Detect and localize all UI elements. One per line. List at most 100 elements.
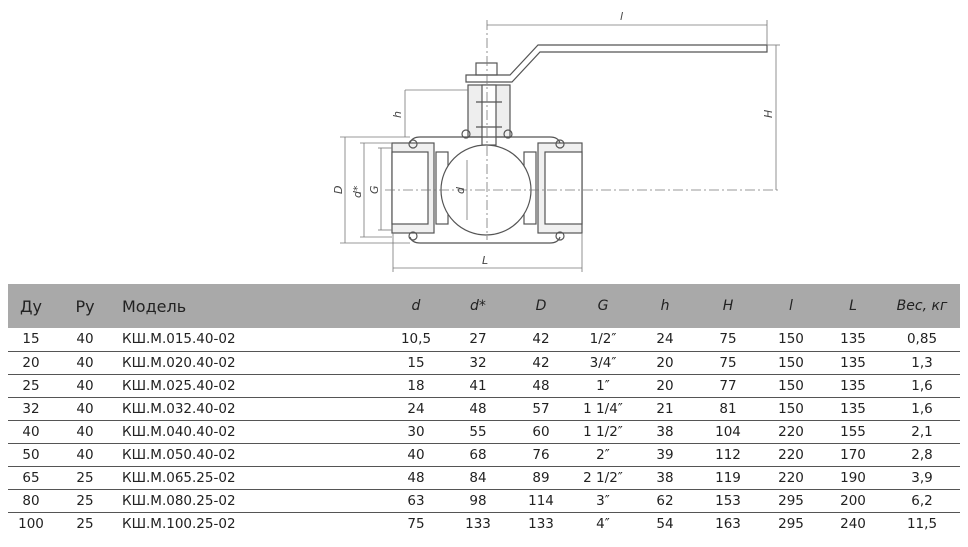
cell-d-star: 133 [465, 515, 491, 532]
cell-model: КШ.М.050.40-02 [122, 446, 236, 463]
cell-du: 25 [22, 377, 40, 394]
cell-H: 163 [715, 515, 741, 532]
cell-du: 50 [22, 446, 40, 463]
cell-model: КШ.М.100.25-02 [122, 515, 236, 532]
cell-D: 76 [532, 446, 550, 463]
cell-model: КШ.М.020.40-02 [122, 354, 236, 371]
cell-L: 240 [840, 515, 866, 532]
cell-h: 38 [656, 469, 674, 486]
cell-l: 150 [778, 331, 804, 348]
cell-G: 1 1/4″ [583, 400, 623, 417]
cell-ru: 25 [76, 492, 94, 509]
dim-label-H: H [762, 110, 775, 118]
cell-l: 295 [778, 492, 804, 509]
dim-label-l: l [620, 10, 623, 23]
cell-ru: 40 [76, 331, 94, 348]
cell-l: 150 [778, 400, 804, 417]
cell-H: 81 [719, 400, 737, 417]
cell-h: 62 [656, 492, 674, 509]
cell-d: 10,5 [400, 331, 432, 348]
specs-table: Ду Ру Модель d d* D G h H l L Вес, кг 15… [8, 284, 960, 535]
cell-weight: 1,3 [911, 354, 933, 371]
cell-G: 4″ [596, 515, 610, 532]
cell-ru: 40 [76, 377, 94, 394]
cell-du: 20 [22, 354, 40, 371]
cell-weight: 3,9 [911, 469, 933, 486]
cell-h: 39 [656, 446, 674, 463]
col-header-G: G [597, 298, 609, 314]
cell-H: 77 [719, 377, 737, 394]
cell-d-star: 41 [469, 377, 487, 394]
cell-L: 135 [840, 377, 866, 394]
dim-label-L: L [482, 254, 488, 267]
cell-d-star: 55 [469, 423, 487, 440]
cell-h: 24 [656, 331, 674, 348]
cell-model: КШ.М.015.40-02 [122, 331, 236, 348]
cell-H: 112 [715, 446, 741, 463]
col-header-model: Модель [122, 296, 187, 316]
cell-ru: 40 [76, 400, 94, 417]
col-header-D: D [535, 298, 547, 314]
cell-l: 295 [778, 515, 804, 532]
cell-weight: 11,5 [906, 515, 938, 532]
cell-G: 3″ [596, 492, 610, 509]
cell-G: 2″ [596, 446, 610, 463]
cell-weight: 2,8 [911, 446, 933, 463]
col-header-H: H [722, 298, 734, 314]
dim-label-G: G [368, 185, 381, 194]
dim-label-d-star: d* [351, 185, 364, 198]
col-header-h: h [660, 298, 670, 314]
dim-label-D: D [332, 186, 345, 194]
cell-L: 135 [840, 331, 866, 348]
cell-du: 32 [22, 400, 40, 417]
cell-d: 30 [407, 423, 425, 440]
col-header-l: l [789, 298, 793, 314]
cell-H: 75 [719, 331, 737, 348]
cell-weight: 0,85 [906, 331, 938, 348]
cell-ru: 40 [76, 423, 94, 440]
col-header-weight: Вес, кг [896, 298, 948, 314]
cell-ru: 25 [76, 515, 94, 532]
cell-H: 75 [719, 354, 737, 371]
cell-du: 40 [22, 423, 40, 440]
cell-weight: 6,2 [911, 492, 933, 509]
cell-h: 54 [656, 515, 674, 532]
cell-d: 75 [407, 515, 425, 532]
cell-du: 65 [22, 469, 40, 486]
cell-G: 3/4″ [589, 354, 617, 371]
cell-L: 135 [840, 354, 866, 371]
cell-ru: 40 [76, 354, 94, 371]
cell-D: 48 [532, 377, 550, 394]
cell-G: 1/2″ [589, 331, 617, 348]
cell-d: 40 [407, 446, 425, 463]
cell-L: 190 [840, 469, 866, 486]
dim-label-d: d [454, 186, 467, 194]
cell-D: 42 [532, 354, 550, 371]
cell-D: 114 [528, 492, 554, 509]
cell-model: КШ.М.065.25-02 [122, 469, 236, 486]
cell-D: 89 [532, 469, 550, 486]
cell-d-star: 48 [469, 400, 487, 417]
cell-L: 135 [840, 400, 866, 417]
cell-D: 42 [532, 331, 550, 348]
cell-ru: 25 [76, 469, 94, 486]
cell-model: КШ.М.025.40-02 [122, 377, 236, 394]
cell-du: 15 [22, 331, 40, 348]
cell-G: 1″ [596, 377, 610, 394]
cell-ru: 40 [76, 446, 94, 463]
cell-l: 150 [778, 377, 804, 394]
valve-handle [465, 44, 768, 83]
cell-D: 57 [532, 400, 550, 417]
cell-d: 18 [407, 377, 425, 394]
col-header-ru: Ру [75, 296, 95, 316]
cell-G: 1 1/2″ [583, 423, 623, 440]
cell-d: 48 [407, 469, 425, 486]
cell-H: 119 [715, 469, 741, 486]
cell-L: 155 [840, 423, 866, 440]
